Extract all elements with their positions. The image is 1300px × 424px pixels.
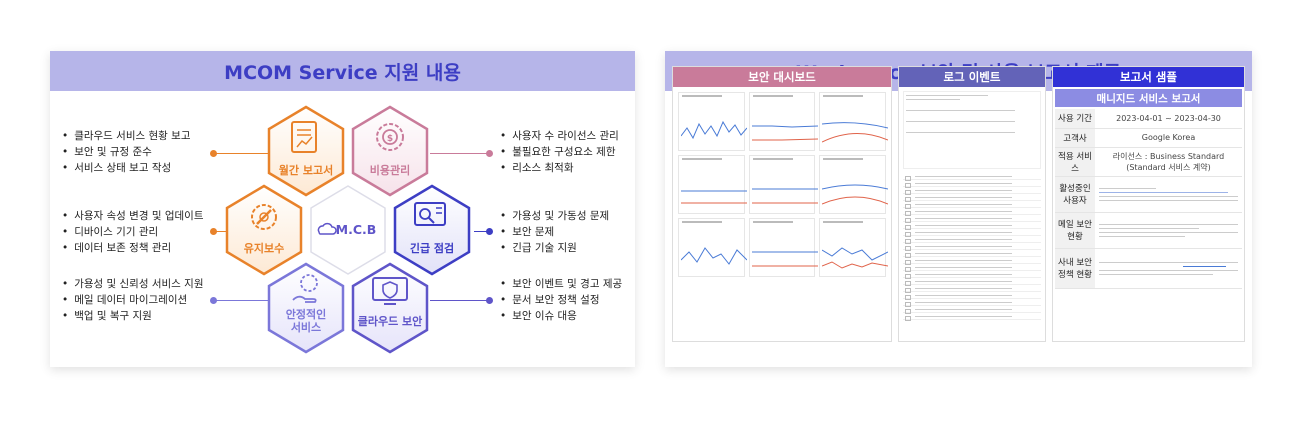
list-item: 서비스 상태 보고 작성 <box>62 160 190 176</box>
list-item: 보안 이벤트 및 경고 제공 <box>500 276 622 292</box>
hex-label-cloud-security: 클라우드 보안 <box>358 314 423 328</box>
dashboard-card <box>678 218 747 277</box>
connector-dot <box>486 150 493 157</box>
connector-line <box>474 231 490 232</box>
hex-maintenance: 유지보수 <box>225 184 303 276</box>
dashboard-card <box>748 155 818 214</box>
table-row: 고객사 Google Korea <box>1055 128 1242 148</box>
hex-center: M.C.B <box>310 185 386 275</box>
dashboard-title: 보안 대시보드 <box>673 67 891 87</box>
hex-cost-management: $ 비용관리 <box>351 105 429 197</box>
list-item: 데이터 보존 정책 관리 <box>62 240 203 256</box>
table-row: 활성중인 사용자 <box>1055 176 1242 213</box>
hex-stable-service: 안정적인 서비스 <box>267 262 345 354</box>
log-table <box>899 173 1045 321</box>
list-item: 문서 보안 정책 설정 <box>500 292 622 308</box>
hex-label-emergency: 긴급 점검 <box>410 241 454 255</box>
shield-monitor-icon <box>372 277 408 305</box>
report-subtitle: 매니지드 서비스 보고서 <box>1055 89 1242 107</box>
cost-gear-icon: $ <box>376 123 404 151</box>
report-key: 메일 보안 현황 <box>1055 212 1095 249</box>
hex-label-stable-2: 서비스 <box>291 320 321 334</box>
list-item: 가용성 및 신뢰성 서비스 지원 <box>62 276 203 292</box>
report-key: 사용 기간 <box>1055 109 1095 129</box>
center-logo-text: M.C.B <box>336 222 377 237</box>
hex-monthly-report: 월간 보고서 <box>267 105 345 197</box>
support-panel-title: MCOM Service 지원 내용 <box>50 51 635 91</box>
list-item: 불필요한 구성요소 제한 <box>500 144 619 160</box>
hex-emergency-check: 긴급 점검 <box>393 184 471 276</box>
bullets-left-top: 클라우드 서비스 현황 보고 보안 및 규정 준수 서비스 상태 보고 작성 <box>62 128 190 176</box>
hex-label-monthly: 월간 보고서 <box>279 163 333 177</box>
table-row: 적용 서비스 라이선스 : Business Standard (Standar… <box>1055 147 1242 177</box>
security-dashboard-thumbnail: 보안 대시보드 <box>672 66 892 342</box>
dashboard-card <box>819 92 889 151</box>
monitor-search-icon <box>414 202 446 226</box>
list-item: 긴급 기술 지원 <box>500 240 609 256</box>
list-item: 보안 및 규정 준수 <box>62 144 190 160</box>
report-sample-thumbnail: 보고서 샘플 매니지드 서비스 보고서 사용 기간 2023-04-01 ~ 2… <box>1052 66 1245 342</box>
report-value: Google Korea <box>1095 128 1242 148</box>
table-row: 사내 보안 정책 현황 <box>1055 248 1242 289</box>
dashboard-card <box>678 92 747 151</box>
list-item: 가용성 및 가동성 문제 <box>500 208 609 224</box>
connector-line <box>214 231 228 232</box>
list-item: 사용자 속성 변경 및 업데이트 <box>62 208 203 224</box>
log-filter-area <box>903 91 1041 169</box>
list-item: 클라우드 서비스 현황 보고 <box>62 128 190 144</box>
dashboard-card <box>748 92 818 151</box>
report-value <box>1095 248 1242 289</box>
bullets-left-bot: 가용성 및 신뢰성 서비스 지원 메일 데이터 마이그레이션 백업 및 복구 지… <box>62 276 203 324</box>
report-key: 활성중인 사용자 <box>1055 176 1095 213</box>
list-item: 보안 이슈 대응 <box>500 308 622 324</box>
dashboard-card <box>678 155 747 214</box>
bullets-right-top: 사용자 수 라이선스 관리 불필요한 구성요소 제한 리소스 최적화 <box>500 128 619 176</box>
logs-title: 로그 이벤트 <box>899 67 1045 87</box>
list-item: 메일 데이터 마이그레이션 <box>62 292 203 308</box>
dashboard-card <box>748 218 818 277</box>
hex-label-maintenance: 유지보수 <box>244 241 284 255</box>
report-key: 고객사 <box>1055 128 1095 148</box>
connector-dot <box>486 297 493 304</box>
log-events-thumbnail: 로그 이벤트 <box>898 66 1046 342</box>
hex-label-cost: 비용관리 <box>370 163 410 177</box>
report-title: 보고서 샘플 <box>1053 67 1244 87</box>
svg-text:$: $ <box>387 134 393 144</box>
hex-label-stable-1: 안정적인 <box>286 307 326 321</box>
list-item: 리소스 최적화 <box>500 160 619 176</box>
connector-line <box>430 300 490 301</box>
bullets-right-bot: 보안 이벤트 및 경고 제공 문서 보안 정책 설정 보안 이슈 대응 <box>500 276 622 324</box>
connector-dot <box>210 297 217 304</box>
connector-dot <box>210 228 217 235</box>
report-value: 2023-04-01 ~ 2023-04-30 <box>1095 109 1242 129</box>
report-value: 라이선스 : Business Standard (Standard 서비스 계… <box>1095 147 1242 177</box>
dashboard-card <box>819 218 889 277</box>
hex-cloud-security: 클라우드 보안 <box>351 262 429 354</box>
connector-dot <box>210 150 217 157</box>
hand-gear-icon <box>292 274 318 303</box>
table-row: 메일 보안 현황 <box>1055 212 1242 249</box>
dashboard-card <box>819 155 889 214</box>
table-row: 사용 기간 2023-04-01 ~ 2023-04-30 <box>1055 109 1242 129</box>
cloud-logo-icon <box>317 222 337 235</box>
report-table: 사용 기간 2023-04-01 ~ 2023-04-30 고객사 Google… <box>1055 109 1242 289</box>
bullets-right-mid: 가용성 및 가동성 문제 보안 문제 긴급 기술 지원 <box>500 208 609 256</box>
report-key: 사내 보안 정책 현황 <box>1055 248 1095 289</box>
report-value <box>1095 176 1242 213</box>
report-value <box>1095 212 1242 249</box>
list-item: 보안 문제 <box>500 224 609 240</box>
bullets-left-mid: 사용자 속성 변경 및 업데이트 디바이스 기기 관리 데이터 보존 정책 관리 <box>62 208 203 256</box>
connector-line <box>214 300 270 301</box>
list-item: 디바이스 기기 관리 <box>62 224 203 240</box>
wrench-gear-icon <box>251 204 277 230</box>
report-key: 적용 서비스 <box>1055 147 1095 177</box>
connector-line <box>430 153 490 154</box>
connector-dot <box>486 228 493 235</box>
connector-line <box>214 153 270 154</box>
report-icon <box>291 121 317 153</box>
dashboard-cards <box>673 87 891 282</box>
list-item: 백업 및 복구 지원 <box>62 308 203 324</box>
list-item: 사용자 수 라이선스 관리 <box>500 128 619 144</box>
